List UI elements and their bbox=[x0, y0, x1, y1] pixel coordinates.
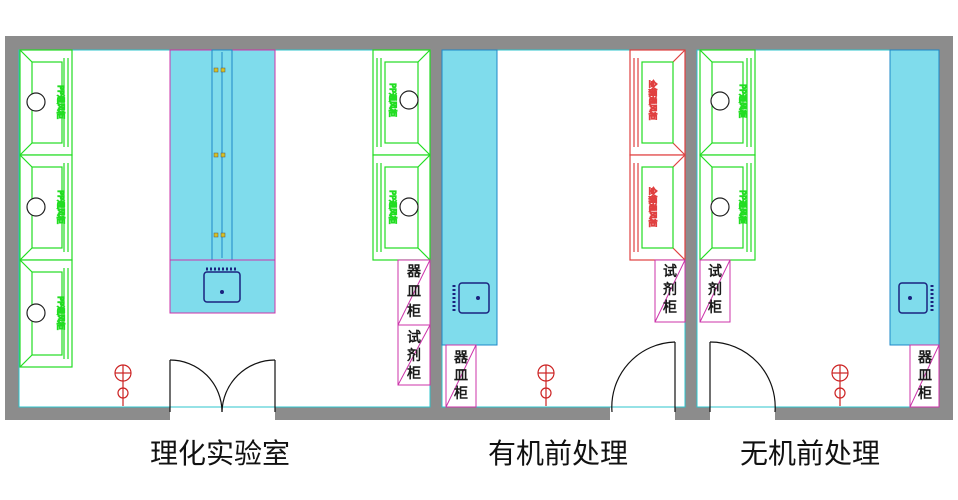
cabinet-label-char: 剂 bbox=[407, 347, 421, 364]
fume-hood-left-1: PP通风柜 bbox=[19, 49, 73, 156]
fume-hood-left-2: PP通风柜 bbox=[19, 154, 73, 261]
single-door bbox=[611, 341, 676, 413]
fume-hood-right-1: PP通风柜 bbox=[372, 49, 431, 156]
cabinet-label-char: 皿 bbox=[454, 368, 468, 384]
hood-label: PP通风柜 bbox=[388, 190, 398, 224]
single-door bbox=[709, 341, 776, 413]
cabinet-label-char: 柜 bbox=[708, 299, 722, 316]
cabinet-label-char: 柜 bbox=[407, 365, 421, 382]
cabinet-label-char: 皿 bbox=[918, 368, 932, 384]
walls bbox=[5, 36, 953, 420]
room-label-organic: 有机前处理 bbox=[488, 437, 628, 470]
cabinet-reagent-room2 bbox=[654, 259, 686, 323]
cabinet-label-char: 试 bbox=[708, 263, 722, 280]
cabinet-reagent-room1 bbox=[397, 324, 431, 386]
central-bench bbox=[169, 49, 276, 314]
cabinet-label-char: 试 bbox=[407, 329, 421, 346]
hood-label: 全钢通风柜 bbox=[648, 187, 658, 227]
room-label-physchem: 理化实验室 bbox=[150, 437, 290, 470]
eyewash-icon bbox=[537, 364, 555, 406]
steel-fume-hood-1: 全钢通风柜 bbox=[629, 49, 686, 156]
fume-hood-room3-2: PP通风柜 bbox=[699, 154, 756, 261]
hood-label: PP通风柜 bbox=[738, 84, 748, 118]
side-bench-room2 bbox=[441, 49, 498, 346]
sink-icon bbox=[203, 267, 241, 303]
cabinet-label-char: 试 bbox=[663, 263, 677, 280]
hood-label: PP通风柜 bbox=[56, 190, 66, 224]
cabinet-label-char: 柜 bbox=[663, 299, 677, 316]
hood-label: PP通风柜 bbox=[388, 83, 398, 117]
cabinet-label-char: 剂 bbox=[708, 281, 722, 298]
room-label-inorganic: 无机前处理 bbox=[740, 437, 880, 470]
hood-label: PP通风柜 bbox=[738, 190, 748, 224]
cabinet-label-char: 器 bbox=[453, 350, 469, 366]
fume-hood-right-2: PP通风柜 bbox=[372, 154, 431, 261]
sink-icon bbox=[898, 282, 934, 314]
eyewash-icon bbox=[114, 364, 132, 406]
fume-hood-room3-1: PP通风柜 bbox=[699, 49, 756, 156]
cabinet-vessel-room3 bbox=[909, 344, 940, 408]
cabinet-vessel-room1 bbox=[397, 259, 431, 326]
cabinet-reagent-room3 bbox=[699, 259, 731, 323]
sink-icon bbox=[452, 282, 490, 314]
fume-hood-left-3: PP通风柜 bbox=[19, 259, 73, 368]
cabinet-label-char: 柜 bbox=[407, 303, 421, 320]
cabinet-label-char: 器 bbox=[917, 350, 933, 366]
cabinet-label-char: 柜 bbox=[454, 385, 468, 402]
double-door bbox=[169, 359, 276, 413]
cabinet-label-char: 柜 bbox=[918, 385, 932, 402]
steel-fume-hood-2: 全钢通风柜 bbox=[629, 154, 686, 261]
hood-label: 全钢通风柜 bbox=[648, 80, 658, 120]
side-bench-room3 bbox=[889, 49, 940, 346]
cabinet-label-char: 皿 bbox=[407, 284, 421, 300]
eyewash-icon bbox=[831, 364, 849, 406]
cabinet-label-char: 剂 bbox=[663, 281, 677, 298]
hood-label: PP通风柜 bbox=[56, 296, 66, 330]
hood-label: PP通风柜 bbox=[56, 85, 66, 119]
cabinet-label-char: 器 bbox=[406, 264, 422, 280]
cabinet-vessel-room2 bbox=[445, 344, 477, 408]
